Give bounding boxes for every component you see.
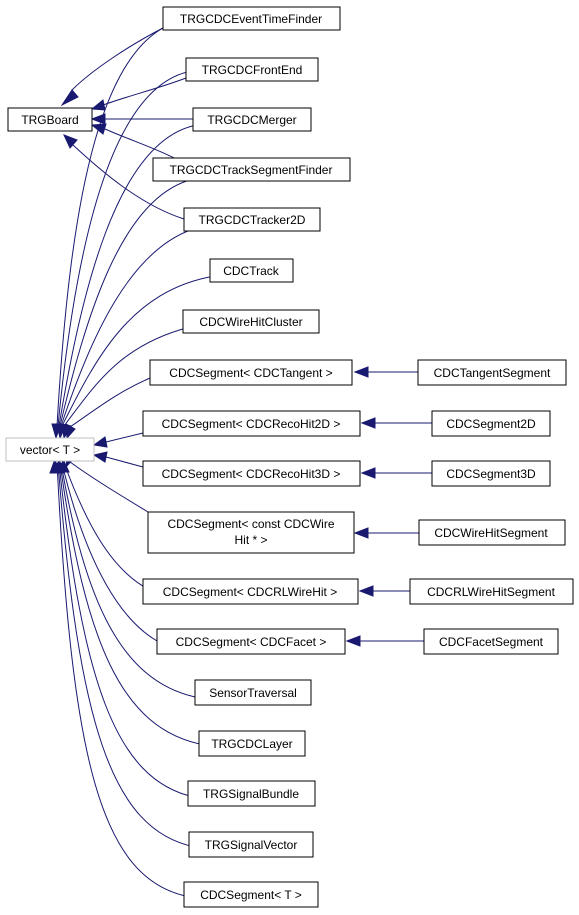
node-cdcsegment2d[interactable]: CDCSegment2D	[431, 410, 551, 437]
node-trgcdceventtimefinder[interactable]: TRGCDCEventTimeFinder	[162, 6, 341, 31]
node-sensortraversal[interactable]: SensorTraversal	[194, 679, 312, 706]
edge-tsfinder-to-vector	[59, 179, 191, 427]
node-trgcdctracksegmentfinder-label: TRGCDCTrackSegmentFinder	[170, 163, 333, 177]
arrowhead-segtangent	[353, 366, 369, 378]
edge-segtangent-to-vector	[69, 375, 156, 428]
edge-frontend-to-vector	[57, 70, 193, 427]
edge-layer-to-vector	[59, 462, 206, 746]
edge-cdctrack-to-vector	[61, 275, 216, 427]
node-cdcsegment-t[interactable]: CDCSegment< T >	[183, 881, 319, 908]
edge-segrlwirehit-to-vector	[63, 462, 151, 591]
arrowhead-trgboard-merger	[90, 113, 106, 125]
node-cdcsegment-cdcfacet[interactable]: CDCSegment< CDCFacet >	[156, 628, 346, 655]
node-trgsignalvector-label: TRGSignalVector	[205, 838, 298, 852]
node-sensortraversal-label: SensorTraversal	[209, 686, 297, 700]
node-cdctangentsegment[interactable]: CDCTangentSegment	[417, 359, 567, 386]
node-cdcsegment-const-cdcwirehit-label-line1: CDCSegment< const CDCWire	[167, 517, 334, 531]
arrowhead-segrecohit2d	[360, 417, 376, 429]
edge-eventtimefinder-to-vector	[56, 18, 191, 427]
node-cdcsegment-cdctangent-label: CDCSegment< CDCTangent >	[169, 366, 332, 380]
arrowhead-trgboard-tracker2d	[63, 134, 78, 149]
node-trgcdcmerger[interactable]: TRGCDCMerger	[192, 107, 312, 132]
edge-sensortraversal-to-vector	[60, 462, 196, 698]
edge-wirehitcluster-to-vector	[63, 326, 191, 427]
node-cdctrack-label: CDCTrack	[223, 264, 280, 278]
node-cdcsegment-cdcrecohit2d[interactable]: CDCSegment< CDCRecoHit2D >	[142, 410, 361, 437]
node-cdcsegment-cdcfacet-label: CDCSegment< CDCFacet >	[176, 635, 327, 649]
node-cdcwirehitcluster[interactable]: CDCWireHitCluster	[182, 309, 320, 334]
edge-segrecohit3d-to-vector	[105, 456, 144, 468]
node-trgcdceventtimefinder-label: TRGCDCEventTimeFinder	[180, 12, 322, 26]
arrowhead-vector-bottom-left	[49, 457, 60, 474]
arrowhead-trgboard-eventtimefinder	[60, 89, 79, 107]
node-trgboard[interactable]: TRGBoard	[7, 107, 93, 132]
node-trgsignalvector[interactable]: TRGSignalVector	[188, 831, 314, 858]
node-trgcdctracker2d[interactable]: TRGCDCTracker2D	[183, 207, 321, 232]
edge-eventtimefinder-to-trgboard	[71, 27, 164, 91]
edge-tracker2d-to-trgboard	[72, 144, 185, 220]
edge-frontend-to-trgboard	[102, 77, 187, 106]
node-cdcsegment-const-cdcwirehit[interactable]: CDCSegment< const CDCWire Hit * >	[147, 511, 355, 554]
node-trgcdclayer[interactable]: TRGCDCLayer	[198, 730, 306, 757]
arrowhead-vector-segrecohit2d	[92, 436, 108, 448]
node-trgsignalbundle[interactable]: TRGSignalBundle	[187, 780, 316, 807]
node-cdcsegment-cdcrecohit3d[interactable]: CDCSegment< CDCRecoHit3D >	[142, 460, 361, 487]
node-cdcsegment3d-label: CDCSegment3D	[446, 467, 536, 481]
edge-segt-to-vector	[56, 462, 191, 898]
arrowhead-segwirehit	[353, 527, 369, 539]
inheritance-edges	[56, 18, 432, 898]
arrowhead-segrecohit3d	[360, 467, 376, 479]
node-cdcsegment2d-label: CDCSegment2D	[446, 417, 536, 431]
node-cdcsegment-cdcrecohit2d-label: CDCSegment< CDCRecoHit2D >	[162, 417, 341, 431]
node-cdcfacetsegment[interactable]: CDCFacetSegment	[423, 628, 559, 655]
arrowhead-trgboard-frontend	[90, 99, 106, 111]
node-trgcdcfrontend-label: TRGCDCFrontEnd	[202, 63, 303, 77]
node-cdctangentsegment-label: CDCTangentSegment	[434, 366, 551, 380]
edge-arrowheads	[49, 89, 376, 647]
edge-signalvector-to-vector	[57, 462, 196, 848]
node-cdcrlwirehitsegment[interactable]: CDCRLWireHitSegment	[409, 578, 574, 605]
node-cdcrlwirehitsegment-label: CDCRLWireHitSegment	[427, 585, 555, 599]
arrowhead-segfacet	[345, 635, 361, 647]
node-cdcwirehitsegment-label: CDCWireHitSegment	[434, 526, 548, 540]
node-cdcsegment-cdcrlwirehit[interactable]: CDCSegment< CDCRLWireHit >	[142, 578, 359, 605]
node-vector-label: vector< T >	[20, 443, 80, 457]
edge-segfacet-to-vector	[61, 462, 166, 646]
node-trgcdctracksegmentfinder[interactable]: TRGCDCTrackSegmentFinder	[152, 157, 351, 182]
node-trgcdclayer-label: TRGCDCLayer	[211, 737, 292, 751]
edge-tracker2d-to-vector	[60, 226, 201, 427]
edge-segrecohit2d-to-vector	[105, 432, 144, 443]
arrowhead-segrlwirehit	[358, 585, 374, 597]
node-cdcwirehitcluster-label: CDCWireHitCluster	[199, 315, 302, 329]
node-cdcfacetsegment-label: CDCFacetSegment	[439, 635, 544, 649]
arrowhead-trgboard-tsfinder	[90, 123, 107, 135]
edge-merger-to-vector	[58, 124, 198, 427]
node-cdcsegment-const-cdcwirehit-label-line2: Hit * >	[234, 533, 267, 547]
node-trgboard-label: TRGBoard	[21, 113, 78, 127]
node-cdcsegment-cdctangent[interactable]: CDCSegment< CDCTangent >	[149, 359, 353, 386]
node-trgsignalbundle-label: TRGSignalBundle	[203, 787, 299, 801]
node-cdcsegment-t-label: CDCSegment< T >	[200, 888, 302, 902]
arrowhead-vector-segtangent	[65, 423, 76, 440]
arrowhead-vector-segrecohit3d	[92, 451, 108, 463]
node-vector: vector< T >	[5, 437, 95, 462]
node-cdcsegment3d[interactable]: CDCSegment3D	[431, 460, 551, 487]
node-cdcsegment-cdcrecohit3d-label: CDCSegment< CDCRecoHit3D >	[162, 467, 341, 481]
node-cdctrack[interactable]: CDCTrack	[209, 258, 294, 283]
edge-signalbundle-to-vector	[58, 462, 195, 798]
node-trgcdcmerger-label: TRGCDCMerger	[207, 113, 296, 127]
edge-tsfinder-to-trgboard	[104, 128, 179, 161]
edge-segwirehit-to-vector	[69, 461, 154, 516]
node-cdcsegment-cdcrlwirehit-label: CDCSegment< CDCRLWireHit >	[163, 585, 338, 599]
node-trgcdctracker2d-label: TRGCDCTracker2D	[199, 213, 306, 227]
node-cdcwirehitsegment[interactable]: CDCWireHitSegment	[418, 519, 566, 546]
node-trgcdcfrontend[interactable]: TRGCDCFrontEnd	[185, 57, 319, 82]
